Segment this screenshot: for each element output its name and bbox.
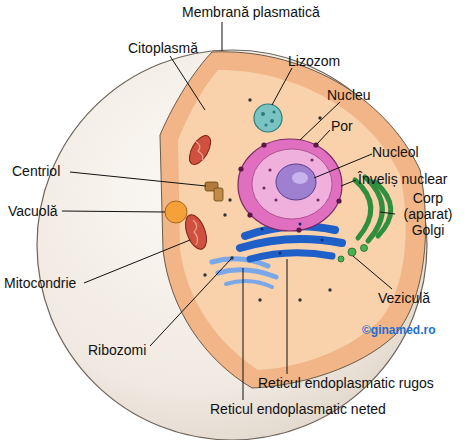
nucleus xyxy=(310,158,313,161)
nucleus xyxy=(262,186,265,189)
ribosome xyxy=(258,298,261,301)
leader-line xyxy=(243,268,244,400)
part-label: Por xyxy=(331,118,353,134)
vesicle xyxy=(348,248,356,256)
nuclear-pore xyxy=(247,212,252,217)
part-label: Nucleu xyxy=(327,87,371,103)
part-label: Corp (aparat) Golgi xyxy=(395,190,461,238)
leader-line xyxy=(62,22,395,400)
ribosome xyxy=(298,298,301,301)
nucleolus xyxy=(276,164,316,200)
leader-line xyxy=(62,211,165,212)
lysosome xyxy=(261,112,265,116)
nucleus xyxy=(274,198,277,201)
cytoplasm xyxy=(160,52,426,388)
mitochondrion xyxy=(181,132,215,252)
vacuole xyxy=(165,201,187,223)
nuclear-pore xyxy=(238,142,341,232)
leader-line xyxy=(380,212,395,214)
ribosome xyxy=(261,228,264,231)
part-label: Reticul endoplasmatic neted xyxy=(210,401,386,417)
nucleus xyxy=(238,139,342,231)
lysosome xyxy=(272,110,275,113)
ribosome xyxy=(279,252,282,255)
leader-line xyxy=(222,22,223,51)
part-label: Ribozomi xyxy=(88,342,146,358)
leader-line xyxy=(84,240,190,283)
leader-line xyxy=(272,68,292,105)
golgi-body xyxy=(355,180,371,238)
part-label: Vacuolă xyxy=(8,203,58,219)
nucleolus xyxy=(276,164,316,200)
part-label: Citoplasmă xyxy=(128,40,198,56)
smooth-er xyxy=(226,281,272,287)
part-label: Mitocondrie xyxy=(4,275,76,291)
cytoplasm xyxy=(160,52,426,388)
lysosome xyxy=(270,119,274,123)
vacuole xyxy=(165,201,187,223)
leader-line xyxy=(150,259,231,346)
rough-er xyxy=(240,239,342,248)
centriole xyxy=(214,188,223,201)
leader-line xyxy=(170,56,205,110)
leader-line xyxy=(70,172,206,186)
part-label: Nucleol xyxy=(372,144,419,160)
part-label: Centriol xyxy=(12,163,60,179)
smooth-er xyxy=(212,259,276,287)
lysosome xyxy=(254,104,282,132)
nucleus xyxy=(238,139,342,231)
leader-line xyxy=(287,259,288,374)
ribosome xyxy=(299,223,302,226)
vesicle xyxy=(338,245,368,263)
nuclear-pore xyxy=(261,142,266,147)
nucleolus xyxy=(292,172,308,184)
part-label: Reticul endoplasmatic rugos xyxy=(258,375,434,391)
centriole xyxy=(205,182,223,201)
nuclear-pore xyxy=(296,227,301,232)
lysosome xyxy=(264,123,267,126)
part-label: Veziculă xyxy=(378,290,430,306)
nuclear-pore xyxy=(336,198,341,203)
nuclear-pore xyxy=(238,166,243,171)
ribosome xyxy=(248,98,251,101)
ribosome xyxy=(328,288,331,291)
vesicle xyxy=(361,245,368,252)
leader-line xyxy=(353,256,392,289)
vesicle xyxy=(338,256,344,262)
golgi-body xyxy=(375,182,391,236)
smooth-er xyxy=(218,270,276,277)
nucleus xyxy=(316,198,319,201)
watermark: ©ginamed.ro xyxy=(362,322,436,338)
nucleus xyxy=(252,149,332,219)
ribosome xyxy=(321,239,324,242)
ribosome xyxy=(223,213,226,216)
leader-line xyxy=(341,180,356,186)
mitochondrion xyxy=(185,132,215,168)
part-label: Lizozom xyxy=(288,53,340,69)
lysosome xyxy=(254,104,282,132)
nucleus xyxy=(268,168,271,171)
mitochondrion xyxy=(195,141,203,160)
ribosome xyxy=(228,198,231,201)
mitochondrion xyxy=(193,220,198,245)
leader-line xyxy=(317,130,330,144)
rough-er xyxy=(250,253,332,259)
part-label: Înveliș nuclear xyxy=(358,171,448,187)
part-label: Membrană plasmatică xyxy=(182,4,320,20)
ribosome xyxy=(203,273,206,276)
